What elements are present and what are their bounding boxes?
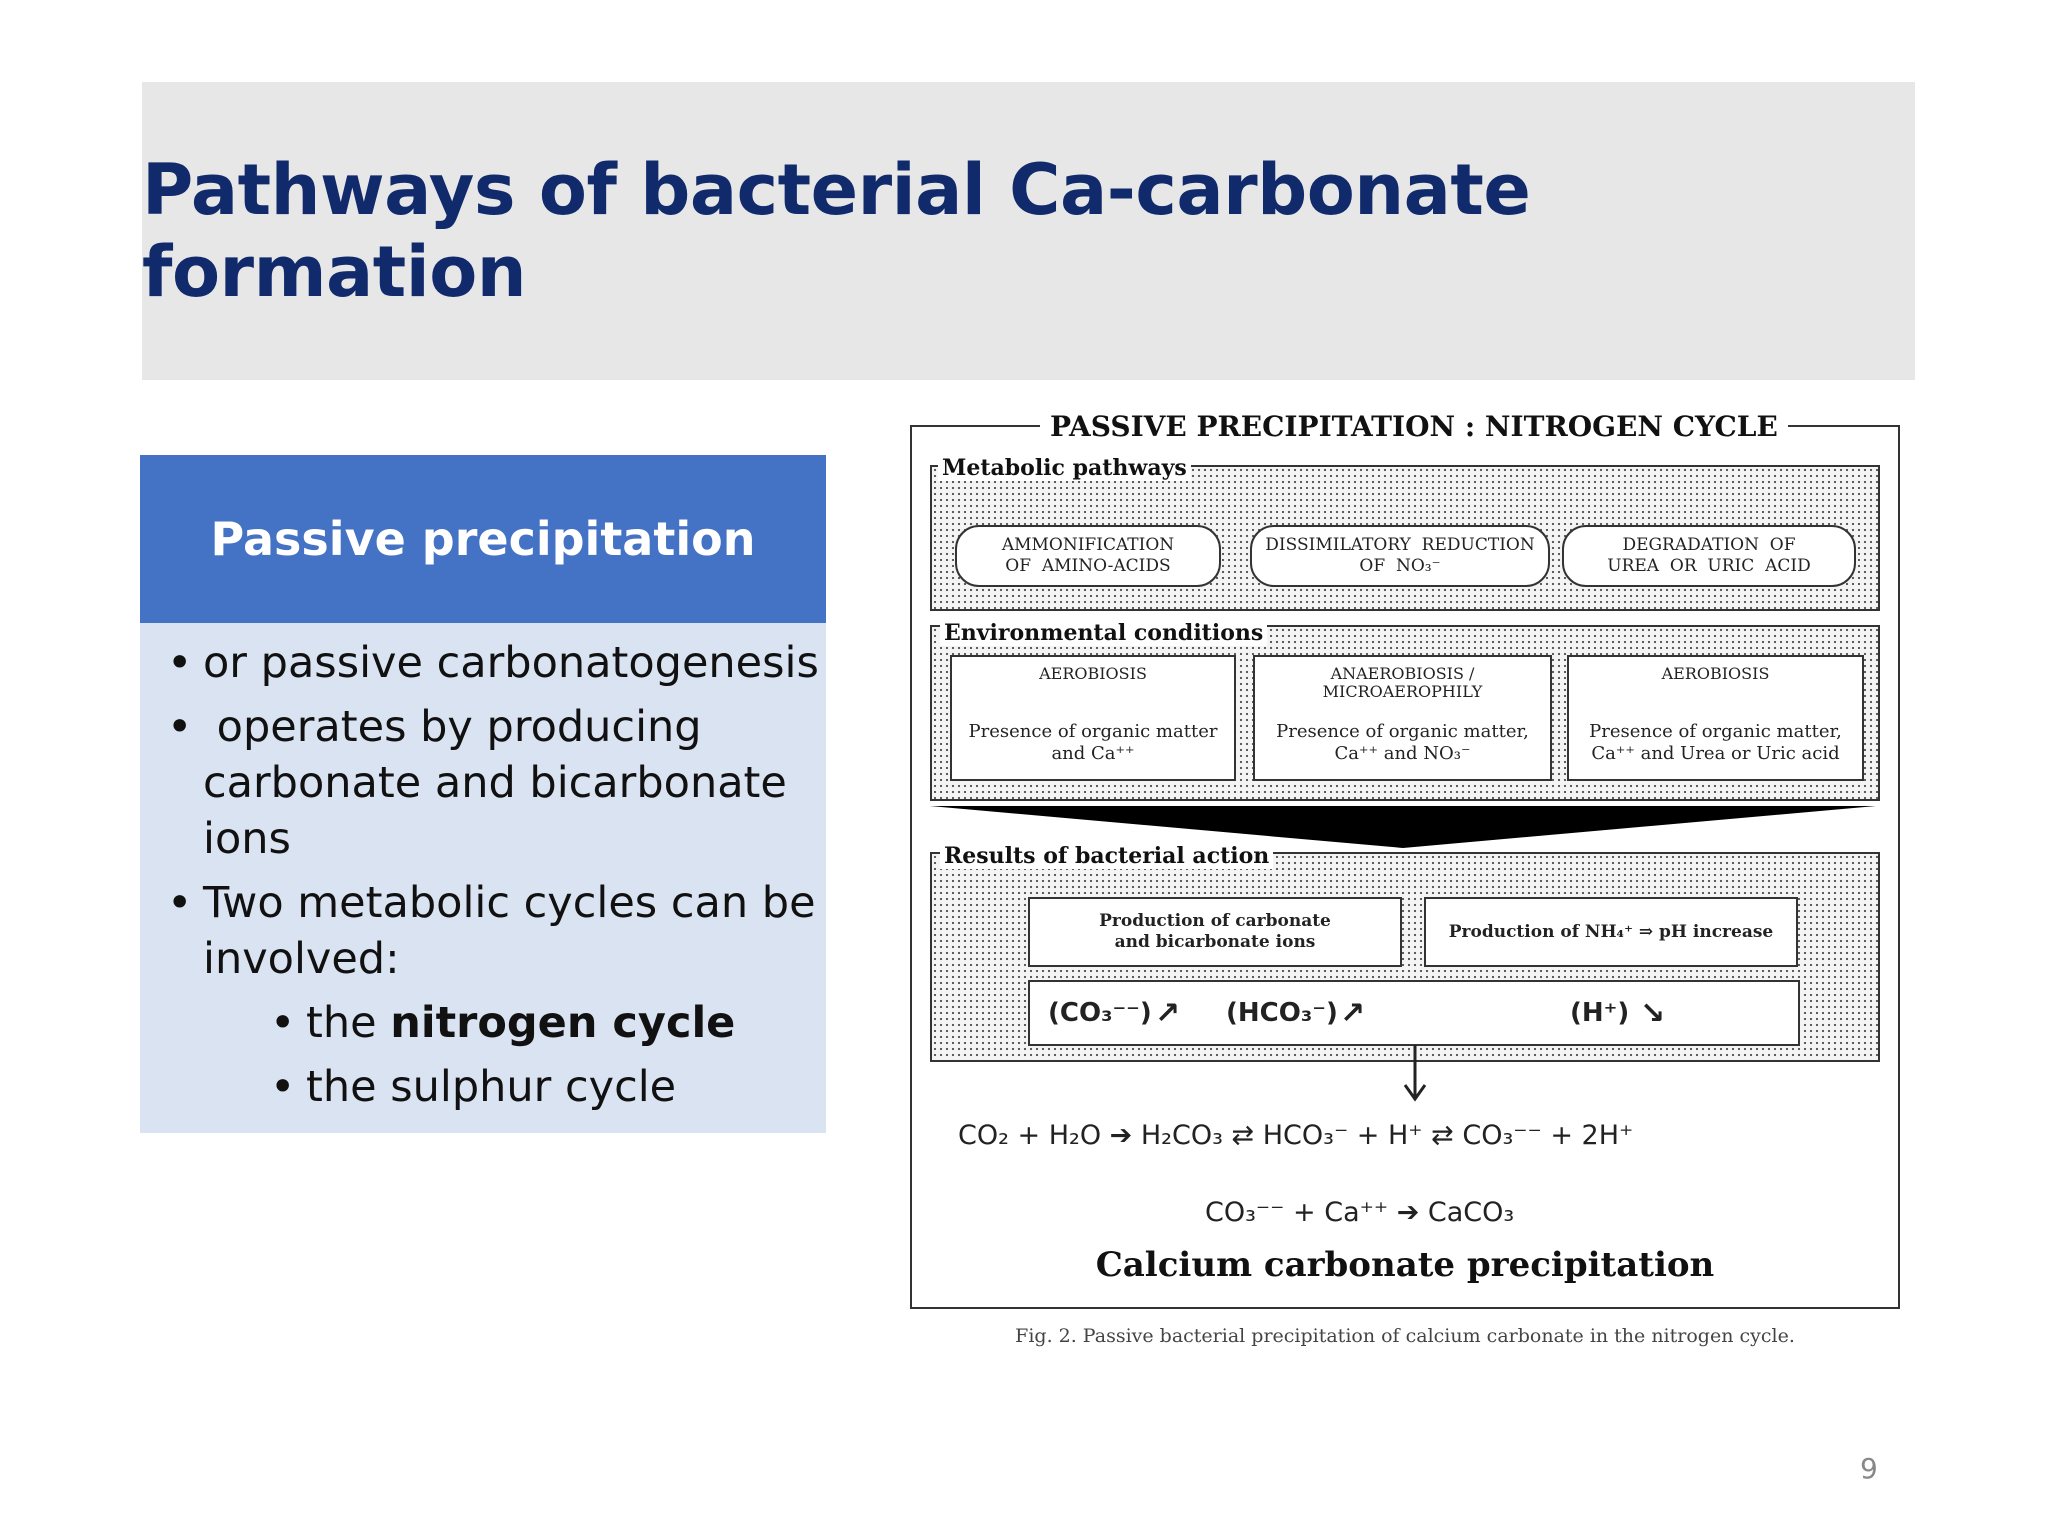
sub-bullet-nitrogen: •the nitrogen cycle [270, 998, 736, 1048]
pathway-ammonification: AMMONIFICATION OF AMINO-ACIDS [955, 525, 1221, 587]
bullet-1: •or passive carbonatogenesis [167, 638, 819, 688]
environment-label: Environmental conditions [940, 620, 1268, 646]
page-number: 9 [1860, 1452, 1878, 1485]
panel-heading: Passive precipitation [140, 455, 826, 623]
bullet-2-cont: carbonate and bicarbonate [203, 758, 787, 808]
figure-result-caption: Calcium carbonate precipitation [1095, 1245, 1715, 1285]
arrow-down-right-icon: ↘ [1640, 995, 1666, 1031]
arrow-up-right-icon: ↗ [1155, 995, 1181, 1031]
down-wedge-arrow [930, 806, 1876, 848]
results-label: Results of bacterial action [940, 843, 1274, 869]
env-anaerobiosis: ANAEROBIOSIS / MICROAEROPHILY Presence o… [1253, 655, 1552, 781]
result-ammonium-production: Production of NH₄⁺ ⇒ pH increase [1424, 897, 1798, 967]
env-aerobiosis-1: AEROBIOSIS Presence of organic matter an… [950, 655, 1236, 781]
panel-body: •or passive carbonatogenesis • operates … [140, 623, 826, 1133]
env-text: Presence of organic matter and Ca⁺⁺ [968, 721, 1218, 764]
ion-trend-box: (CO₃⁻⁻) ↗ (HCO₃⁻) ↗ (H⁺) ↘ [1028, 980, 1800, 1046]
env-head: AEROBIOSIS [1039, 664, 1147, 683]
metabolic-label: Metabolic pathways [938, 455, 1191, 481]
figure-title: PASSIVE PRECIPITATION : NITROGEN CYCLE [1040, 410, 1788, 443]
bullet-2: • operates by producing [167, 702, 702, 752]
env-text: Presence of organic matter, Ca⁺⁺ and NO₃… [1276, 721, 1529, 764]
env-head: ANAEROBIOSIS / MICROAEROPHILY [1322, 664, 1483, 701]
env-head: AEROBIOSIS [1661, 664, 1770, 683]
title-band: Pathways of bacterial Ca-carbonate forma… [142, 82, 1915, 380]
figure-caption: Fig. 2. Passive bacterial precipitation … [1015, 1325, 1795, 1347]
ion-co3: (CO₃⁻⁻) [1048, 997, 1152, 1028]
arrow-up-right-icon: ↗ [1340, 995, 1366, 1031]
ion-h: (H⁺) [1570, 997, 1630, 1028]
slide-title: Pathways of bacterial Ca-carbonate forma… [142, 149, 1531, 313]
pathway-urea-degradation: DEGRADATION OF UREA OR URIC ACID [1562, 525, 1856, 587]
env-aerobiosis-2: AEROBIOSIS Presence of organic matter, C… [1567, 655, 1864, 781]
equation-carbonic: CO₂ + H₂O ➔ H₂CO₃ ⇄ HCO₃⁻ + H⁺ ⇄ CO₃⁻⁻ +… [958, 1120, 1634, 1151]
down-arrow-icon [1403, 1045, 1427, 1102]
bullet-3-cont: involved: [203, 934, 400, 984]
env-text: Presence of organic matter, Ca⁺⁺ and Ure… [1589, 721, 1842, 764]
bullet-2-cont-2: ions [203, 814, 291, 864]
pathway-nitrate-reduction: DISSIMILATORY REDUCTION OF NO₃⁻ [1250, 525, 1550, 587]
result-carbonate-production: Production of carbonate and bicarbonate … [1028, 897, 1402, 967]
bullet-3: •Two metabolic cycles can be [167, 878, 816, 928]
equation-calcite: CO₃⁻⁻ + Ca⁺⁺ ➔ CaCO₃ [1205, 1197, 1515, 1228]
sub-bullet-sulphur: •the sulphur cycle [270, 1062, 677, 1112]
ion-hco3: (HCO₃⁻) [1226, 997, 1338, 1028]
